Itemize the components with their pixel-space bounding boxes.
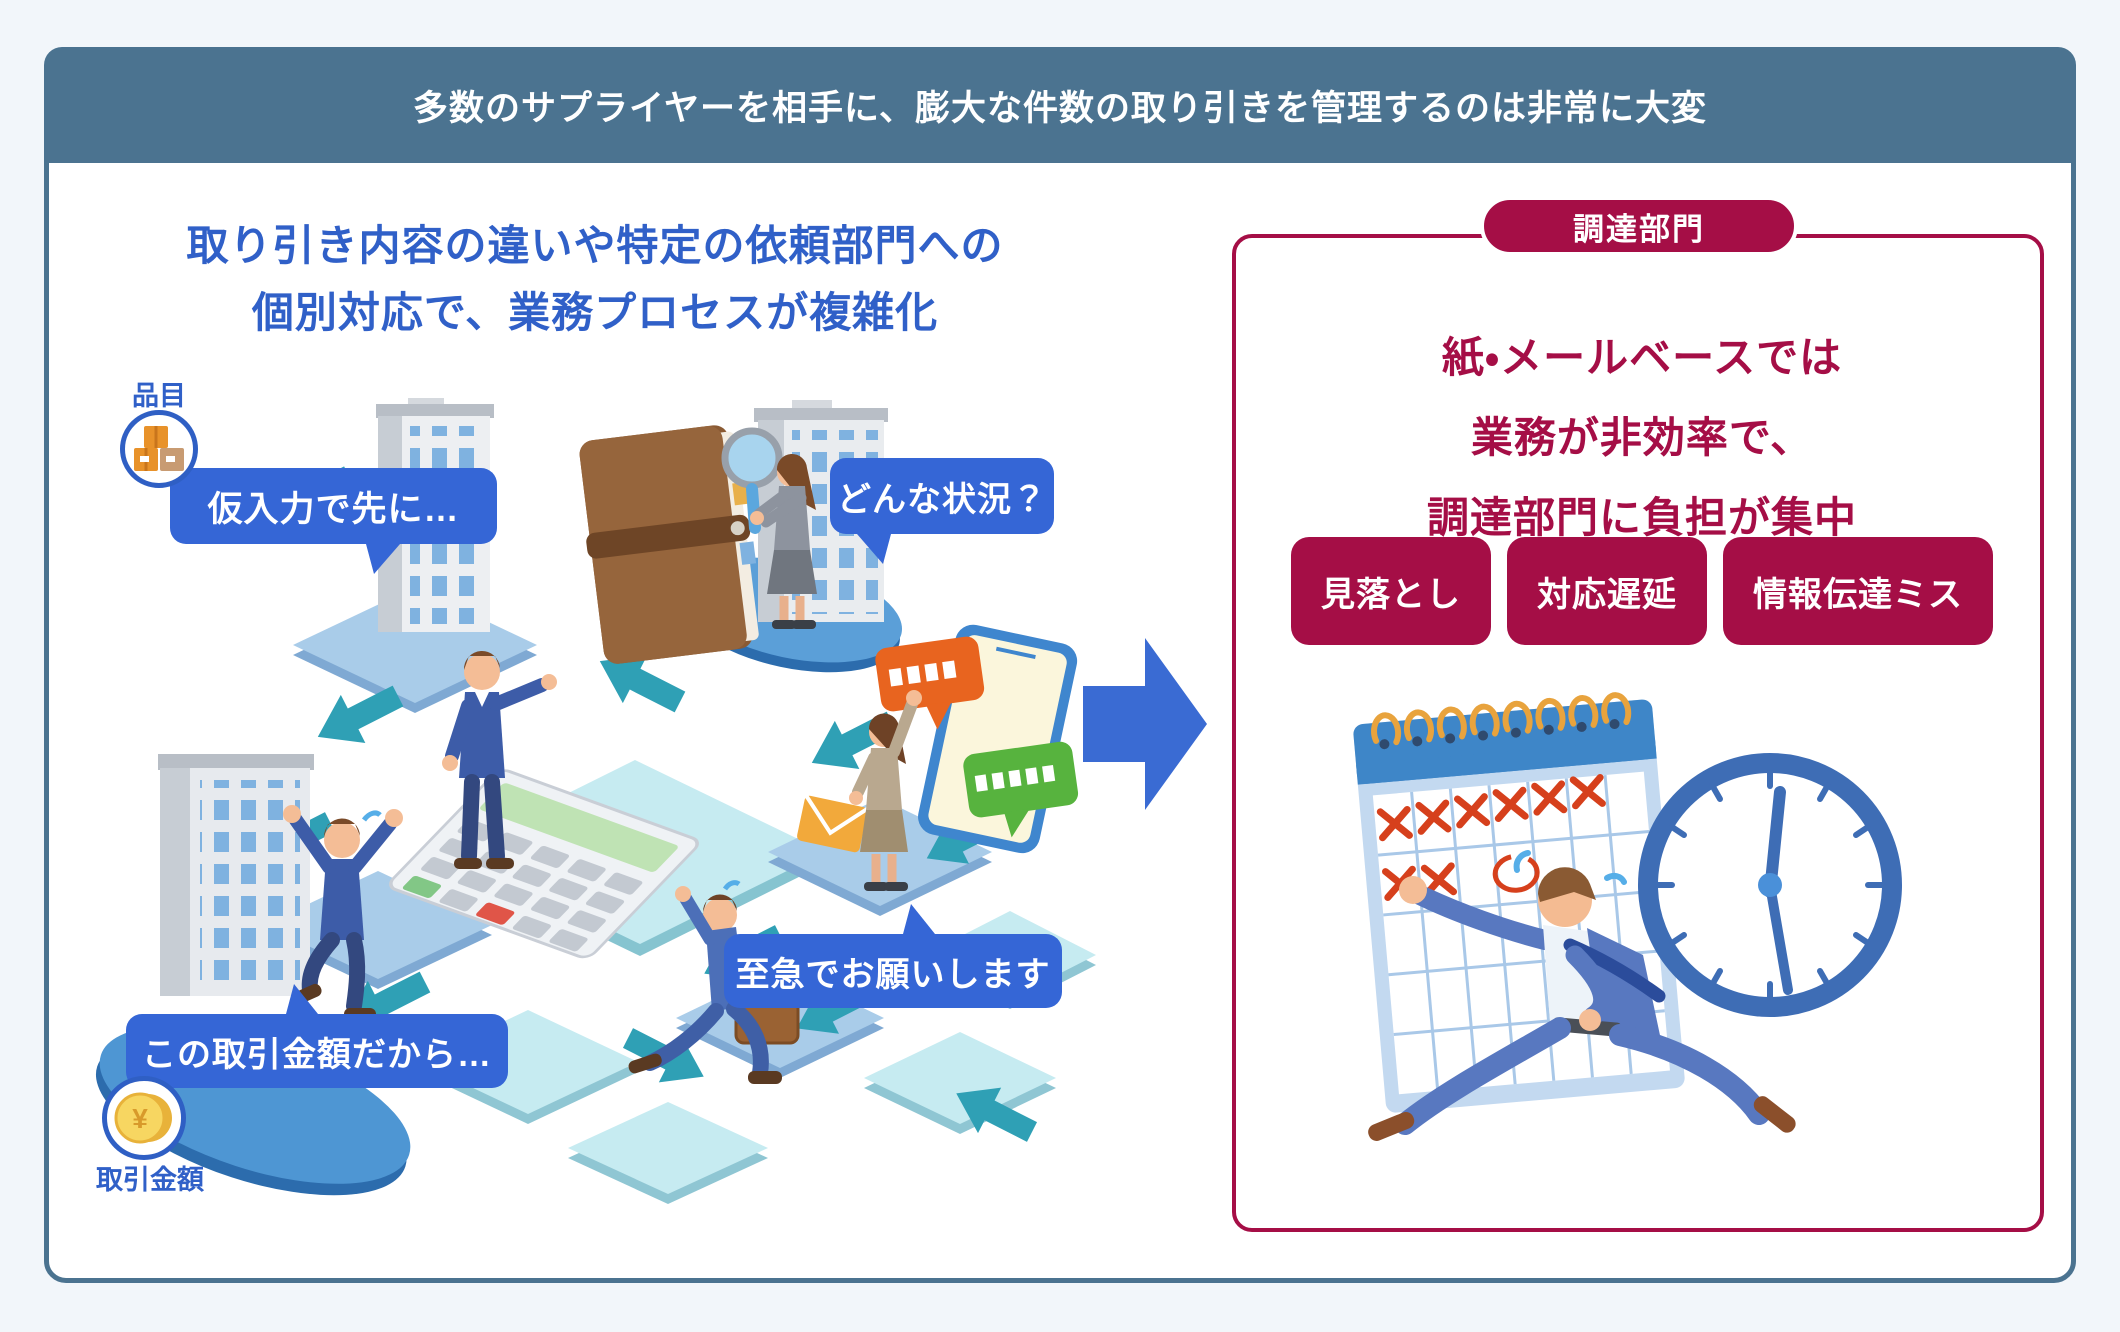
businesswoman-cheering-figure	[849, 690, 922, 891]
left-section-title: 取り引き内容の違いや特定の依頼部門への 個別対応で、業務プロセスが複雑化	[120, 212, 1070, 346]
speech-bubble-temp-input: 仮入力で先に…	[170, 468, 497, 574]
issue-chip-oversight: 見落とし	[1291, 537, 1491, 645]
amount-label: 取引金額	[96, 1165, 204, 1195]
issue-chip-delay: 対応遅延	[1507, 537, 1707, 645]
item-label: 品目	[132, 381, 186, 411]
office-building-left-icon	[158, 754, 314, 996]
ledger-notebook-icon	[579, 425, 759, 664]
left-title-line1: 取り引き内容の違いや特定の依頼部門への	[186, 222, 1004, 269]
left-title-line2: 個別対応で、業務プロセスが複雑化	[251, 289, 939, 336]
right-title-line2: 業務が非効率で、	[1470, 414, 1814, 461]
running-businessman-figure	[1368, 850, 1796, 1141]
chat-bubble-green-icon	[963, 741, 1079, 838]
right-title-line1: 紙・メールベースでは	[1441, 334, 1843, 381]
busy-procurement-illustration	[1353, 692, 1902, 1141]
flow-arrow-right-icon	[1083, 638, 1207, 810]
procurement-title: 紙・メールベースでは 業務が非効率で、 調達部門に負担が集中	[1292, 318, 1992, 558]
boxes-icon	[120, 410, 198, 488]
speech-bubble-situation: どんな状況？	[830, 458, 1054, 564]
card-header: 多数のサプライヤーを相手に、膨大な件数の取り引きを管理するのは非常に大変	[44, 47, 2076, 163]
header-title: 多数のサプライヤーを相手に、膨大な件数の取り引きを管理するのは非常に大変	[413, 88, 1707, 128]
yen-coin-icon: ¥	[102, 1076, 186, 1160]
speech-bubble-amount: この取引金額だから…	[126, 984, 508, 1088]
issue-chip-miscommunication: 情報伝達ミス	[1723, 537, 1993, 645]
magnifier-woman-figure	[721, 427, 817, 629]
spiral-binding	[1371, 692, 1632, 750]
right-title-line3: 調達部門に負担が集中	[1426, 494, 1857, 541]
businessman-pointing-figure	[442, 650, 557, 869]
issue-chips: 見落とし 対応遅延 情報伝達ミス	[1272, 536, 2012, 646]
envelope-icon	[797, 793, 870, 853]
procurement-badge: 調達部門	[1480, 196, 1798, 256]
chat-bubble-orange-icon	[875, 636, 985, 730]
svg-text:¥: ¥	[132, 1103, 148, 1134]
speech-bubble-urgent: 至急でお願いします	[724, 904, 1062, 1008]
clock-icon	[1638, 753, 1902, 1017]
